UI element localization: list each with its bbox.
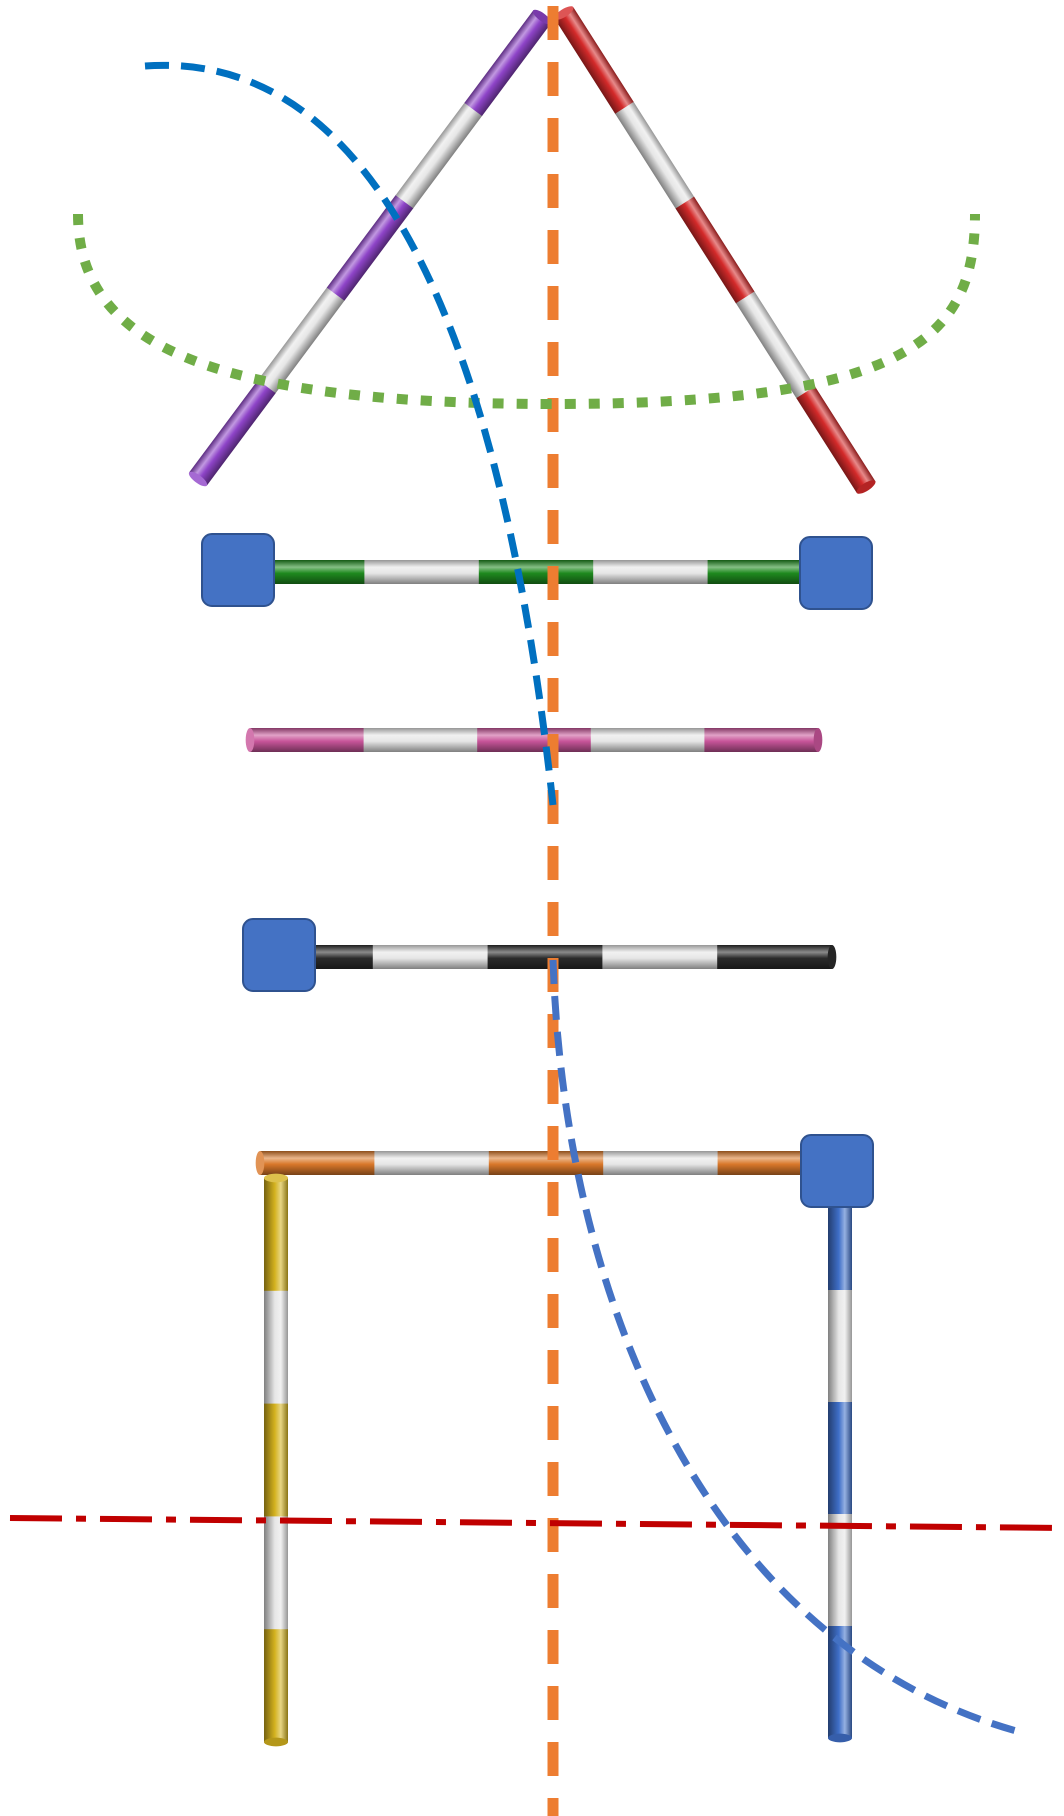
- orange-pole-segment-1: [260, 1151, 375, 1175]
- purple-diagonal-pole-end-cap: [188, 471, 208, 487]
- green-pole-right-block: [799, 536, 873, 610]
- red-diagonal-pole-segment-3: [675, 196, 755, 304]
- pink-pole-segment-4: [590, 728, 705, 752]
- red-diagonal-pole-segment-5: [796, 386, 876, 494]
- blue-pole-end-cap: [828, 1733, 852, 1743]
- purple-diagonal-pole: [188, 9, 552, 487]
- yellow-pole-segment-4: [264, 1516, 288, 1630]
- green-dotted-arc: [73, 213, 980, 410]
- blue-pole-segment-5: [828, 1626, 852, 1739]
- orange-pole-segment-3: [488, 1151, 604, 1175]
- green-pole-segment-2: [364, 560, 480, 584]
- blue-pole-segment-4: [828, 1514, 852, 1627]
- pink-pole: [245, 728, 823, 752]
- pink-pole-segment-1: [250, 728, 365, 752]
- red-diagonal-pole-segment-4: [735, 291, 816, 399]
- pink-pole-segment-5: [704, 728, 819, 752]
- purple-diagonal-pole-segment-1: [189, 379, 276, 486]
- red-diagonal-pole-segment-2: [615, 101, 695, 210]
- poles-layer: [188, 6, 876, 1747]
- purple-diagonal-pole-segment-2: [257, 287, 345, 394]
- blue-dashed-curve-upper: [144, 61, 557, 806]
- red-diagonal-pole-segment-1: [554, 7, 635, 115]
- black-pole-segment-4: [602, 945, 718, 969]
- orange-pole-segment-4: [603, 1151, 719, 1175]
- pink-pole-segment-3: [477, 728, 592, 752]
- purple-diagonal-pole-end-cap: [532, 9, 552, 25]
- yellow-pole-segment-3: [264, 1403, 288, 1518]
- purple-diagonal-pole-segment-5: [464, 9, 552, 116]
- blue-dashed-curve-lower: [549, 959, 1021, 1736]
- black-pole-segment-3: [487, 945, 603, 969]
- orange-pole-segment-2: [374, 1151, 490, 1175]
- purple-diagonal-pole-segment-4: [395, 102, 483, 209]
- red-diagonal-pole: [554, 6, 876, 494]
- red-diagonal-pole-end-cap: [554, 6, 574, 20]
- yellow-pole-end-cap: [264, 1737, 288, 1747]
- yellow-pole-segment-1: [264, 1178, 288, 1292]
- green-pole-segment-4: [593, 560, 709, 584]
- orange-pole: [255, 1151, 837, 1175]
- pink-pole-end-cap: [245, 728, 255, 752]
- lines-layer: [9, 6, 1064, 1816]
- green-pole-left-block: [201, 533, 275, 607]
- blue-pole-segment-2: [828, 1290, 852, 1403]
- horizontal-dash-dot-line: [9, 1515, 1064, 1531]
- pink-pole-segment-2: [363, 728, 478, 752]
- orange-pole-end-cap: [255, 1151, 265, 1175]
- blocks-layer: [201, 533, 874, 1208]
- yellow-pole: [264, 1173, 288, 1747]
- black-pole-segment-5: [717, 945, 833, 969]
- blue-pole-segment-3: [828, 1402, 852, 1515]
- red-diagonal-pole-end-cap: [856, 480, 876, 494]
- pink-pole-end-cap: [813, 728, 823, 752]
- orange-pole-right-block: [800, 1134, 874, 1208]
- green-pole-segment-3: [478, 560, 594, 584]
- blue-pole: [828, 1173, 852, 1743]
- purple-diagonal-pole-segment-3: [326, 194, 414, 301]
- yellow-pole-segment-5: [264, 1629, 288, 1743]
- black-pole-left-block: [242, 918, 316, 992]
- yellow-pole-end-cap: [264, 1173, 288, 1183]
- black-pole-segment-2: [372, 945, 489, 969]
- black-pole: [253, 945, 837, 969]
- yellow-pole-segment-2: [264, 1290, 288, 1405]
- black-pole-end-cap: [827, 945, 837, 969]
- green-pole: [245, 560, 827, 584]
